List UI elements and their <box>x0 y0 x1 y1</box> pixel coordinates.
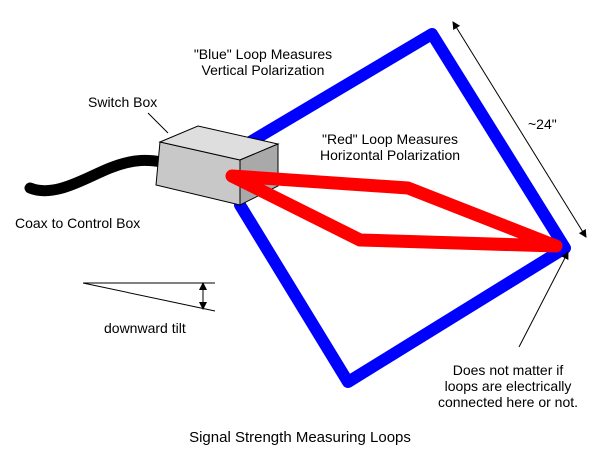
junction-note-line1: Does not matter if <box>452 362 564 378</box>
note-leader <box>518 251 569 348</box>
coax-label: Coax to Control Box <box>15 215 141 231</box>
red-loop-label-line1: "Red" Loop Measures <box>321 131 458 147</box>
red-loop-label-line2: Horizontal Polarization <box>319 147 461 163</box>
junction-note-line3: connected here or not. <box>437 394 579 410</box>
switch-box-leader <box>147 112 169 134</box>
blue-loop-label-line2: Vertical Polarization <box>201 62 325 78</box>
junction-note: Does not matter if loops are electricall… <box>428 362 588 410</box>
coax-cable <box>24 154 168 197</box>
red-loop-label: "Red" Loop Measures Horizontal Polarizat… <box>295 131 485 163</box>
blue-loop-label-line1: "Blue" Loop Measures <box>193 46 333 62</box>
blue-loop-label: "Blue" Loop Measures Vertical Polarizati… <box>168 46 358 78</box>
diagram-title: Signal Strength Measuring Loops <box>189 429 411 446</box>
size-dimension-arrow <box>452 21 587 238</box>
switch-box-label: Switch Box <box>88 94 158 110</box>
tilt-indicator <box>82 282 216 312</box>
junction-note-line2: loops are electrically <box>444 378 572 394</box>
size-label: ~24" <box>528 116 557 132</box>
tilt-label: downward tilt <box>104 320 186 336</box>
red-loop <box>225 169 563 253</box>
blue-loop <box>234 28 571 388</box>
